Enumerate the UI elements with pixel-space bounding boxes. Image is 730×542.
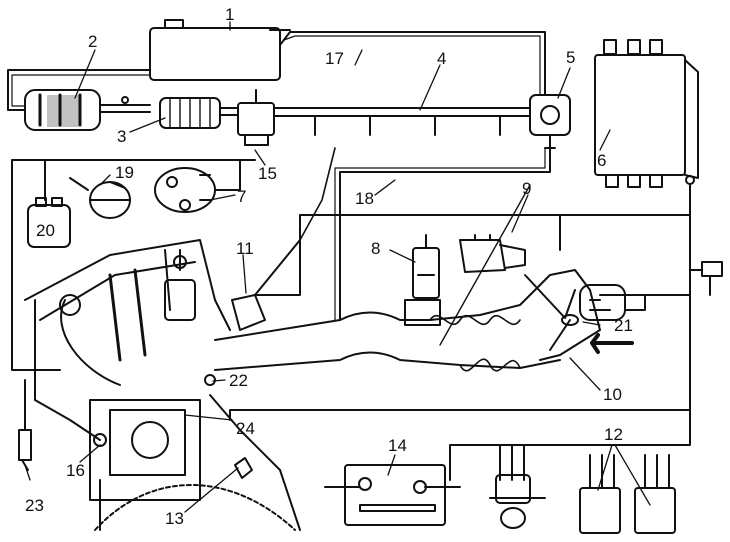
label-7: 7: [237, 187, 247, 206]
ignition-coil: [27, 197, 71, 248]
air-inlet-arrow: [590, 333, 634, 354]
label-11: 11: [236, 239, 254, 258]
injector: [231, 147, 336, 331]
label-1: 1: [225, 5, 235, 24]
fuel-return-line: [279, 31, 546, 96]
oxygen-sensor: [18, 379, 32, 471]
label-9: 9: [522, 179, 532, 198]
label-19: 19: [115, 163, 134, 182]
fuel-rail: [273, 107, 531, 136]
fuel-filter: [159, 97, 239, 129]
intake-manifold: [214, 269, 601, 372]
sensor-22: [204, 374, 216, 386]
sensor-13: [234, 457, 253, 479]
wiring-harness: [254, 184, 691, 296]
label-8: 8: [371, 239, 381, 258]
valve-15: [237, 89, 275, 146]
pressure-regulator: [529, 94, 571, 149]
label-23: 23: [25, 496, 44, 515]
label-4: 4: [437, 49, 447, 68]
label-5: 5: [566, 48, 576, 67]
label-6: 6: [597, 151, 607, 170]
connector-right: [689, 261, 723, 296]
label-3: 3: [117, 127, 127, 146]
component-7: [154, 167, 216, 213]
throttle-body: [524, 274, 646, 351]
relay-box: [324, 464, 461, 526]
label-2: 2: [88, 32, 98, 51]
tank-outlet-line: [7, 69, 151, 111]
sensor-19: [69, 177, 131, 219]
leader-lines: [24, 21, 651, 513]
fuel-pump: [24, 89, 151, 131]
vacuum-line: [339, 147, 551, 321]
label-24: 24: [236, 419, 255, 438]
label-15: 15: [258, 164, 277, 183]
label-20: 20: [36, 221, 55, 240]
ecu: [594, 39, 699, 188]
label-16: 16: [66, 461, 85, 480]
label-12: 12: [604, 425, 623, 444]
relay-center: [489, 444, 546, 529]
fuel-tank: [149, 19, 291, 81]
sensor-16: [93, 433, 107, 447]
label-21: 21: [614, 316, 633, 335]
label-17: 17: [325, 49, 344, 68]
label-18: 18: [355, 189, 374, 208]
label-22: 22: [229, 371, 248, 390]
component-8: [412, 234, 440, 299]
relays-12: [579, 454, 676, 534]
throttle-switch: [439, 184, 531, 346]
label-13: 13: [165, 509, 184, 528]
label-10: 10: [603, 385, 622, 404]
engine-block: [24, 239, 301, 531]
label-14: 14: [388, 436, 407, 455]
